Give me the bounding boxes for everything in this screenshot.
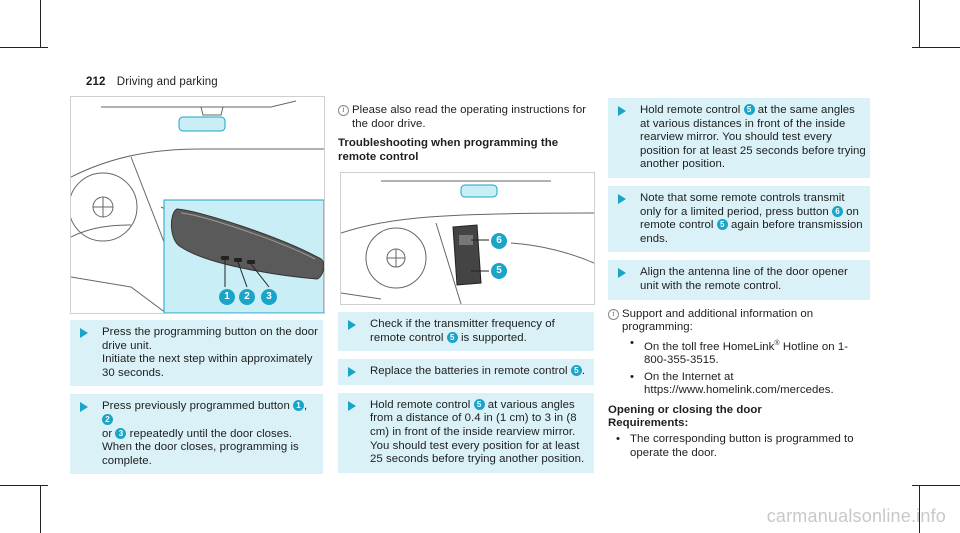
list-item: On the toll free HomeLink® Hotline on 1-… xyxy=(622,337,866,368)
step-hold-various-angles: Hold remote control 5 at various angles … xyxy=(338,392,594,473)
crop-mark xyxy=(0,47,48,48)
callout-6: 6 xyxy=(491,233,507,249)
step-text: Press the programming button on the door… xyxy=(102,326,319,352)
requirements-list: The corresponding button is programmed t… xyxy=(608,433,870,460)
arrow-icon xyxy=(348,320,356,330)
info-icon: i xyxy=(608,308,619,320)
arrow-icon xyxy=(618,106,626,116)
arrow-icon xyxy=(618,268,626,279)
callout-badge: 5 xyxy=(446,331,458,343)
watermark: carmanualsonline.info xyxy=(766,506,946,526)
callout-badge: 5 xyxy=(716,219,728,231)
figure-remote-control: 6 5 xyxy=(340,172,595,305)
arrow-icon xyxy=(618,193,626,204)
page-number: 212 xyxy=(86,76,106,88)
requirements-label: Requirements: xyxy=(608,417,689,430)
mirror-illustration xyxy=(71,100,324,313)
callout-badge: 5 xyxy=(570,365,582,377)
section-heading: Troubleshooting when programming the rem… xyxy=(338,137,559,163)
info-icon: i xyxy=(338,105,349,116)
callout-5: 5 xyxy=(491,263,507,279)
crop-mark xyxy=(919,0,920,48)
step-limited-period: Note that some remote controls transmit … xyxy=(608,185,870,253)
callout-badge: 2 xyxy=(102,413,113,425)
callout-badge: 6 xyxy=(831,205,843,217)
list-item[interactable]: On the Internet at https://www.homelink.… xyxy=(622,371,866,398)
crop-mark xyxy=(919,485,920,533)
info-note: i Please also read the operating instruc… xyxy=(338,104,594,131)
step-text: Press previously programmed button 1, 2 … xyxy=(102,400,308,440)
step-hold-same-angles: Hold remote control 5 at the same angles… xyxy=(608,98,870,178)
step-press-programmed-button: Press previously programmed button 1, 2 … xyxy=(70,394,323,475)
arrow-icon xyxy=(348,367,356,378)
step-press-programming-button: Press the programming button on the door… xyxy=(70,320,323,387)
callout-badge: 1 xyxy=(293,400,305,412)
step-text: When the door closes, programming is com… xyxy=(102,441,299,467)
column-2: i Please also read the operating instruc… xyxy=(338,104,594,172)
callout-1: 1 xyxy=(219,289,235,305)
page-header: 212 Driving and parking xyxy=(86,76,218,88)
step-text: Initiate the next step within approximat… xyxy=(102,353,313,379)
column-3: Hold remote control 5 at the same angles… xyxy=(608,98,870,463)
section-title: Driving and parking xyxy=(116,76,218,88)
crop-mark xyxy=(40,0,41,48)
section-heading: Opening or closing the door Requirements… xyxy=(608,404,870,431)
callout-badge: 5 xyxy=(743,104,755,115)
column-2-steps: Check if the transmitter frequency of re… xyxy=(338,312,594,481)
callout-2: 2 xyxy=(239,289,255,305)
arrow-icon xyxy=(348,400,356,411)
crop-mark xyxy=(0,485,48,486)
crop-mark xyxy=(912,47,960,48)
step-replace-batteries: Replace the batteries in remote control … xyxy=(338,359,594,385)
step-align-antenna: Align the antenna line of the door opene… xyxy=(608,260,870,300)
callout-3: 3 xyxy=(261,289,277,305)
arrow-icon xyxy=(80,328,88,338)
arrow-icon xyxy=(80,402,88,413)
callout-badge: 5 xyxy=(473,398,485,410)
column-1: Press the programming button on the door… xyxy=(70,320,323,482)
remote-illustration xyxy=(341,180,594,304)
list-item: The corresponding button is programmed t… xyxy=(608,433,870,460)
figure-mirror-buttons: 1 2 3 xyxy=(70,96,325,314)
callout-badge: 3 xyxy=(115,427,127,439)
support-list: On the toll free HomeLink® Hotline on 1-… xyxy=(622,337,866,398)
crop-mark xyxy=(40,485,41,533)
step-check-frequency: Check if the transmitter frequency of re… xyxy=(338,312,594,352)
info-note: i Support and additional information on … xyxy=(608,308,870,398)
crop-mark xyxy=(912,485,960,486)
